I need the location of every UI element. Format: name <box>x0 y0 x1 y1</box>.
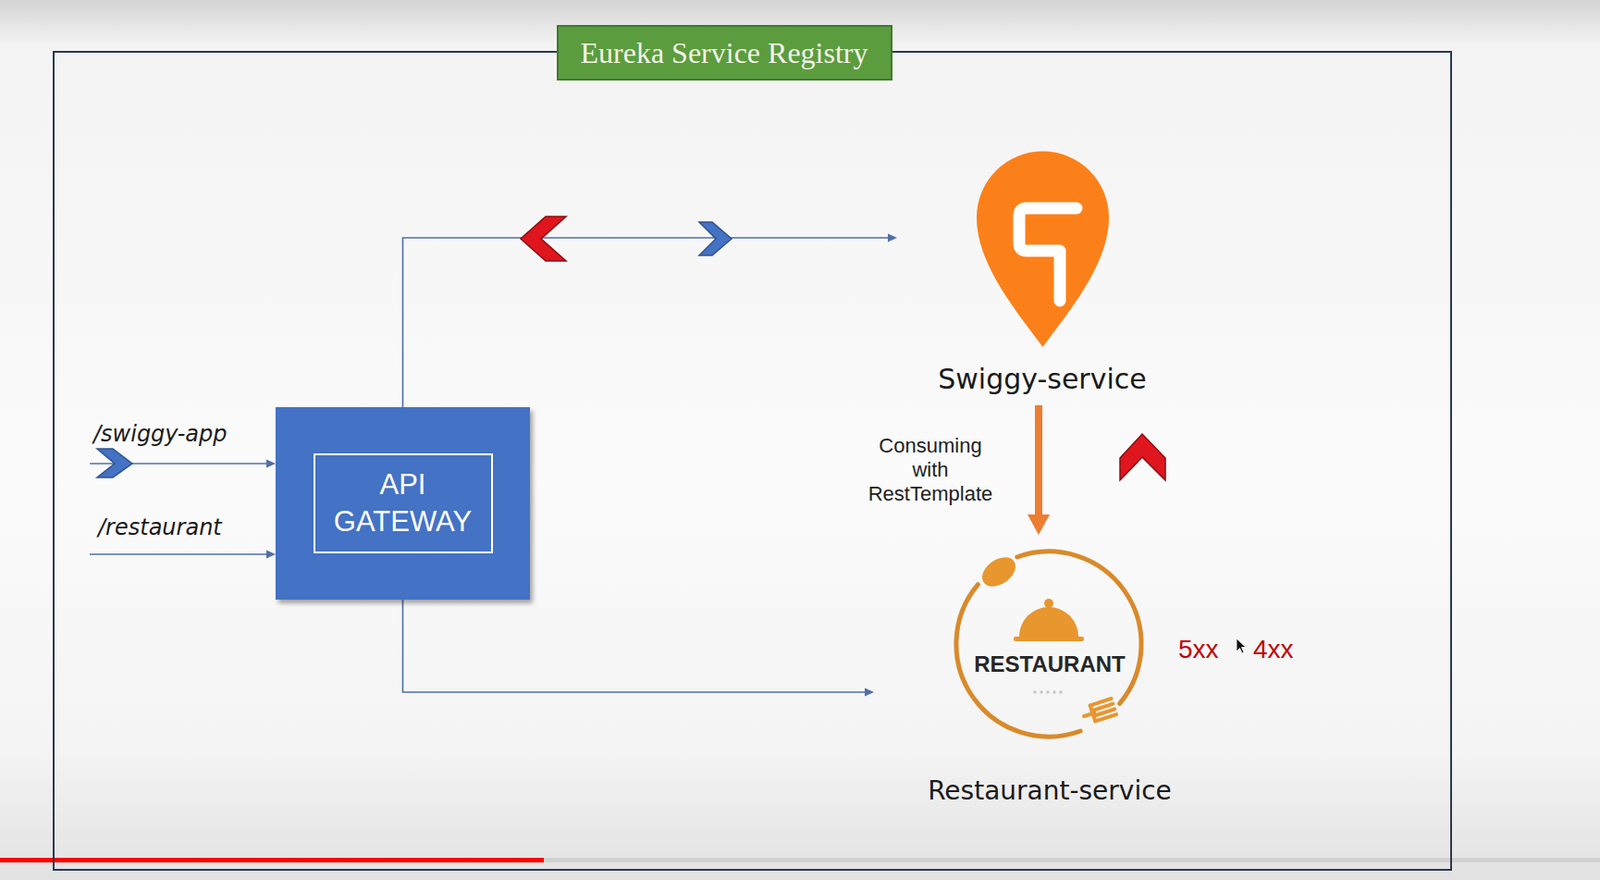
logo-s <box>1019 208 1077 301</box>
logo-fork <box>1081 698 1117 725</box>
request-chevron <box>699 221 732 256</box>
incoming-line <box>89 553 269 555</box>
arrow-head <box>887 233 898 243</box>
region-title: Eureka Service Registry <box>556 24 893 81</box>
logo-dot <box>1052 689 1057 694</box>
arrow-head <box>864 688 874 697</box>
logo-dot <box>1058 689 1063 694</box>
fork-base <box>1090 704 1096 721</box>
route-path: /swiggy-app <box>93 419 228 448</box>
connector <box>403 233 899 408</box>
status-code: 4xx <box>1253 633 1294 665</box>
logo-dot <box>1033 689 1037 694</box>
arrow-head <box>266 550 276 559</box>
logo-dots <box>1033 689 1063 694</box>
service-node: RESTAURANT Restaurant-service <box>873 534 1226 811</box>
gateway-label: API GATEWAY <box>313 453 493 554</box>
restaurant-logo <box>956 551 1142 737</box>
connector-line <box>1034 405 1043 517</box>
request-chevron <box>97 448 133 478</box>
logo-tray <box>1013 636 1084 641</box>
logo-pin <box>976 151 1109 348</box>
logo-spoon <box>976 551 1022 592</box>
arrow-head <box>1027 514 1050 535</box>
gateway-box: API GATEWAY <box>275 406 530 600</box>
progress-bar <box>0 857 544 862</box>
registry-region: Eureka Service RegistryAPI GATEWAYSwiggy… <box>52 50 1453 871</box>
swiggy-logo <box>976 151 1109 348</box>
connector <box>1027 405 1050 535</box>
logo-knob <box>1044 598 1054 608</box>
response-chevron <box>1120 433 1166 480</box>
connector-line <box>403 237 890 407</box>
connector <box>403 599 875 697</box>
logo-dot <box>1039 689 1044 694</box>
progress-track <box>0 857 1600 862</box>
service-name: Swiggy-service <box>937 362 1147 396</box>
incoming-arrow <box>89 550 276 559</box>
logo-text: RESTAURANT <box>973 651 1126 677</box>
edge-label: Consuming with RestTemplate <box>861 433 1000 506</box>
logo-cloche <box>1019 606 1079 637</box>
status-code: 5xx <box>1178 633 1219 665</box>
fork-tine <box>1095 713 1117 721</box>
response-chevron <box>520 216 567 261</box>
logo-dot <box>1046 689 1050 694</box>
mouse-cursor <box>1236 638 1246 653</box>
service-node: Swiggy-service <box>897 138 1188 406</box>
route-path: /restaurant <box>98 513 222 542</box>
service-name: Restaurant-service <box>927 775 1172 807</box>
connector-line <box>403 599 867 692</box>
logo-ring <box>1017 551 1142 703</box>
arrow-head <box>266 459 276 468</box>
